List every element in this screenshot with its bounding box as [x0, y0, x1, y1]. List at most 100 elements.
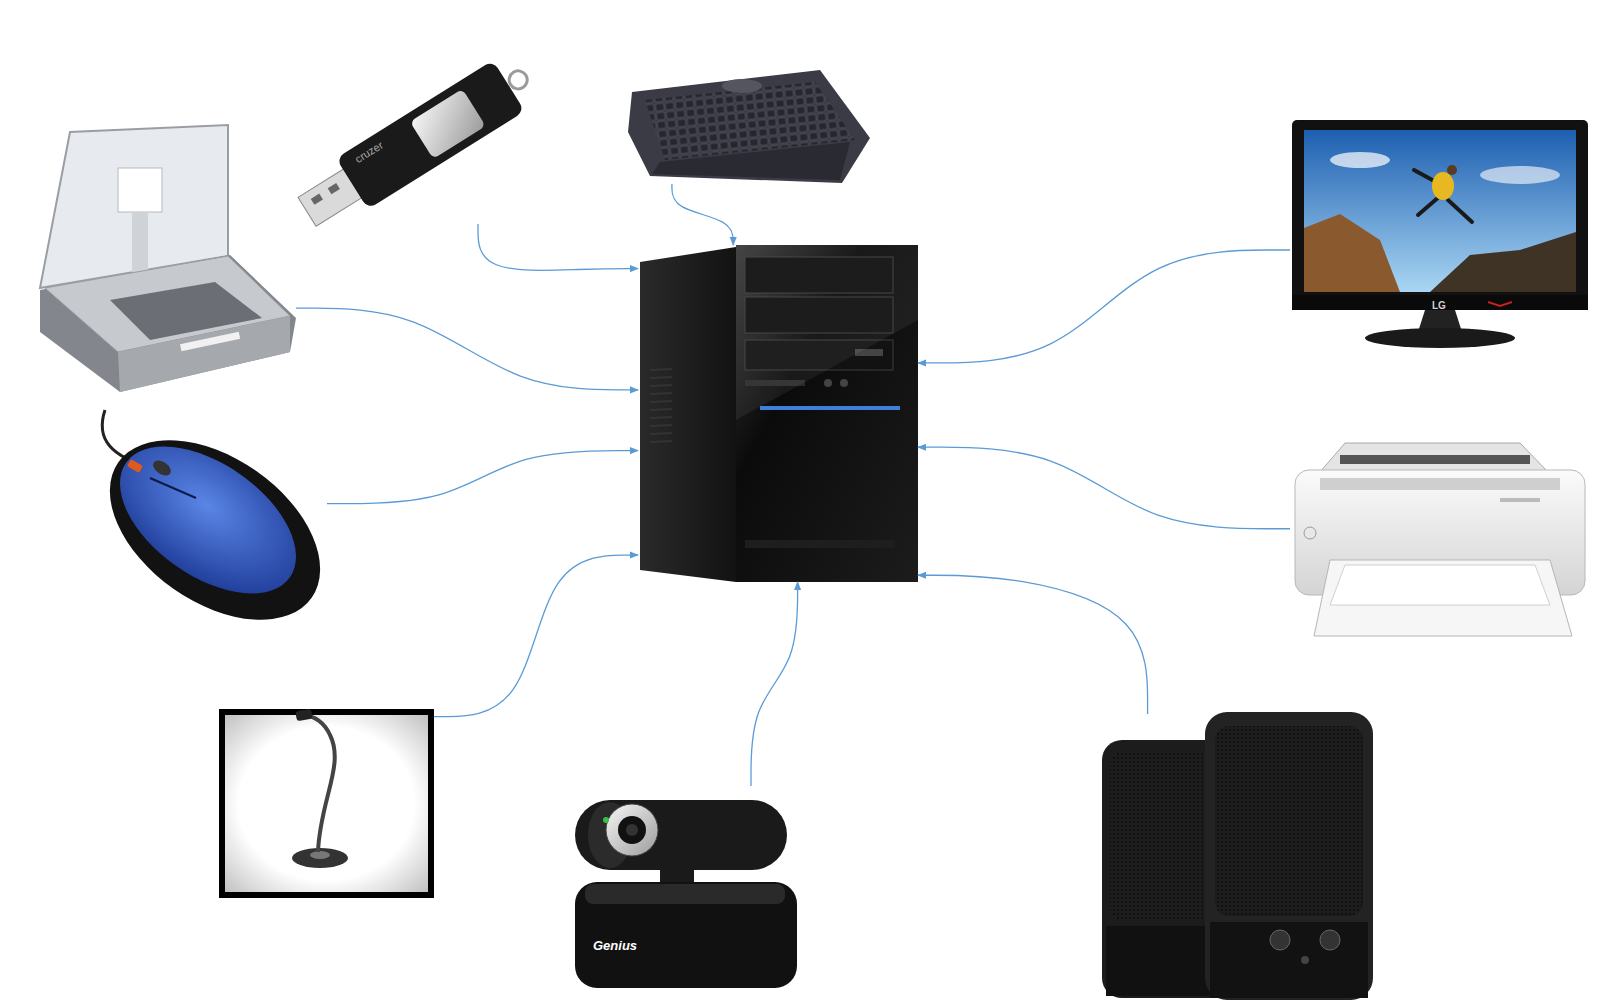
printer-picture	[1295, 443, 1585, 636]
monitor-picture-part	[1292, 295, 1588, 310]
connector-arrow	[918, 250, 1290, 363]
connector-arrow	[296, 308, 638, 390]
webcam-picture-part	[585, 884, 785, 904]
scanner-picture	[40, 125, 296, 392]
computer-tower-picture-part-part	[650, 425, 672, 426]
speakers-picture-part	[1270, 930, 1290, 950]
microphone-box	[219, 709, 434, 898]
computer-tower-picture-part	[736, 245, 918, 420]
computer-tower-picture-part	[736, 245, 918, 582]
webcam-picture-part	[626, 824, 638, 836]
monitor-picture-part	[1304, 130, 1576, 292]
printer-picture-part	[1320, 478, 1560, 490]
monitor-picture-part-part	[1418, 196, 1440, 215]
computer-tower-picture-part	[640, 247, 736, 582]
monitor-picture-part-part	[1448, 200, 1472, 222]
webcam-picture-part	[575, 800, 787, 870]
keyboard-box	[628, 66, 872, 184]
monitor-picture-part	[1292, 120, 1588, 310]
monitor-picture-part	[1304, 214, 1400, 292]
monitor-picture-part	[1480, 166, 1560, 184]
monitor-picture-part	[1414, 170, 1472, 222]
speakers-box	[1097, 714, 1378, 1000]
webcam-box: Genius	[571, 786, 796, 995]
printer-picture-part	[1314, 560, 1572, 636]
keyboard-picture-part	[628, 70, 870, 183]
scanner-picture-part	[118, 316, 290, 392]
keyboard-picture	[628, 70, 870, 183]
computer-tower-box	[638, 245, 918, 582]
scanner-picture-part	[180, 332, 240, 351]
monitor-picture-part	[1365, 328, 1515, 348]
computer-tower-picture-part-part	[650, 377, 672, 378]
monitor-box: LG	[1290, 97, 1590, 352]
computer-tower-picture-part-part	[650, 417, 672, 418]
speakers-picture-part	[1320, 930, 1340, 950]
connector-arrow	[327, 451, 638, 504]
scanner-picture-part	[118, 168, 162, 212]
computer-tower-picture-part-part	[650, 385, 672, 386]
printer-picture-part	[1330, 565, 1550, 605]
webcam-picture-part	[606, 804, 658, 856]
printer-picture-part	[1320, 443, 1548, 472]
mouse-picture-part	[94, 417, 322, 623]
microphone-picture-part	[295, 709, 312, 722]
scanner-box	[36, 128, 296, 393]
computer-tower-picture-part-part	[650, 393, 672, 394]
monitor-picture-part	[1330, 152, 1390, 168]
brand-mark: LG	[1432, 300, 1446, 311]
printer-picture-part	[1304, 527, 1316, 539]
speakers-picture-part	[1205, 712, 1373, 1000]
usb-drive-picture-part	[328, 183, 340, 194]
speakers-picture-part	[1210, 922, 1368, 998]
printer-box	[1290, 439, 1590, 643]
mouse-picture	[77, 403, 353, 656]
computer-tower-picture-part-part	[650, 409, 672, 410]
monitor-picture-part	[1447, 165, 1457, 175]
monitor-picture-part	[1430, 232, 1576, 292]
connector-arrow	[918, 575, 1148, 714]
computer-tower-picture-part	[840, 379, 848, 387]
keyboard-picture-part	[652, 142, 850, 180]
webcam-picture	[575, 800, 797, 988]
monitor-picture-part	[1488, 302, 1512, 306]
brand-mark: cruzer	[353, 139, 385, 165]
computer-tower-picture-part	[650, 369, 672, 442]
mouse-picture-part	[150, 457, 173, 478]
connector-arrow	[478, 224, 638, 270]
mouse-picture-part	[127, 459, 143, 473]
computer-tower-picture-part-part	[650, 369, 672, 370]
webcam-picture-part	[603, 817, 609, 823]
usb-drive-picture-part	[410, 89, 486, 159]
printer-picture-part	[1500, 498, 1540, 502]
computer-tower-picture-part	[745, 540, 895, 548]
microphone-picture-part	[310, 851, 330, 859]
brand-mark: Genius	[593, 939, 637, 953]
microphone-picture-part	[222, 712, 431, 895]
webcam-picture-part	[575, 882, 797, 988]
keyboard-picture-part	[722, 79, 762, 93]
mouse-box	[102, 418, 327, 622]
usb-drive-picture-part	[506, 67, 531, 92]
speakers-picture-part	[1301, 956, 1309, 964]
computer-tower-picture	[640, 245, 918, 582]
monitor-picture-part	[1432, 172, 1454, 200]
microphone-picture-part	[306, 716, 335, 852]
usb-drive-picture-part	[311, 194, 323, 205]
connector-arrow	[672, 184, 733, 245]
printer-picture-part	[1340, 455, 1530, 464]
computer-tower-picture-part	[824, 379, 832, 387]
connector-arrow	[751, 582, 798, 786]
microphone-picture	[222, 709, 431, 895]
monitor-picture	[1292, 120, 1588, 348]
computer-tower-picture-part-part	[650, 433, 672, 434]
mouse-picture-part	[77, 403, 353, 656]
usb-drive-picture-part	[336, 60, 525, 209]
mouse-picture-part	[150, 478, 196, 498]
usb-drive-picture	[291, 50, 542, 238]
speakers-picture	[1102, 712, 1373, 1000]
computer-tower-picture-part-part	[650, 441, 672, 442]
